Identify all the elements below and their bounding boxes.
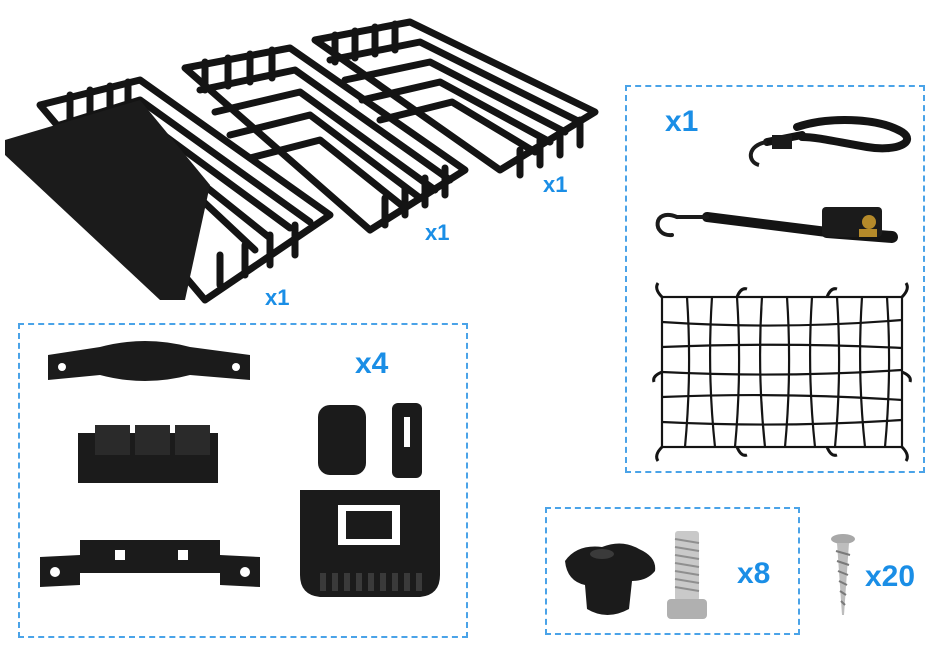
mounting-brackets-box: x4: [18, 323, 468, 638]
knob-bolt-box: x8: [545, 507, 800, 635]
brackets-qty: x4: [355, 347, 389, 380]
knob-bolt-qty: x8: [737, 557, 771, 590]
bracket-parts: [40, 341, 440, 597]
screw: [831, 534, 855, 615]
straps-net-box: x1: [625, 85, 925, 473]
screws-qty: x20: [865, 560, 916, 593]
cargo-net: [652, 282, 912, 462]
rack-section-front-qty: x1: [543, 172, 568, 197]
rack-section-rear-qty: x1: [265, 285, 290, 310]
straps-net-qty: x1: [665, 105, 699, 138]
rack-section-middle-qty: x1: [425, 220, 450, 245]
knob-and-bolt: [565, 531, 707, 619]
ratchet-strap-rolled: [655, 116, 912, 243]
